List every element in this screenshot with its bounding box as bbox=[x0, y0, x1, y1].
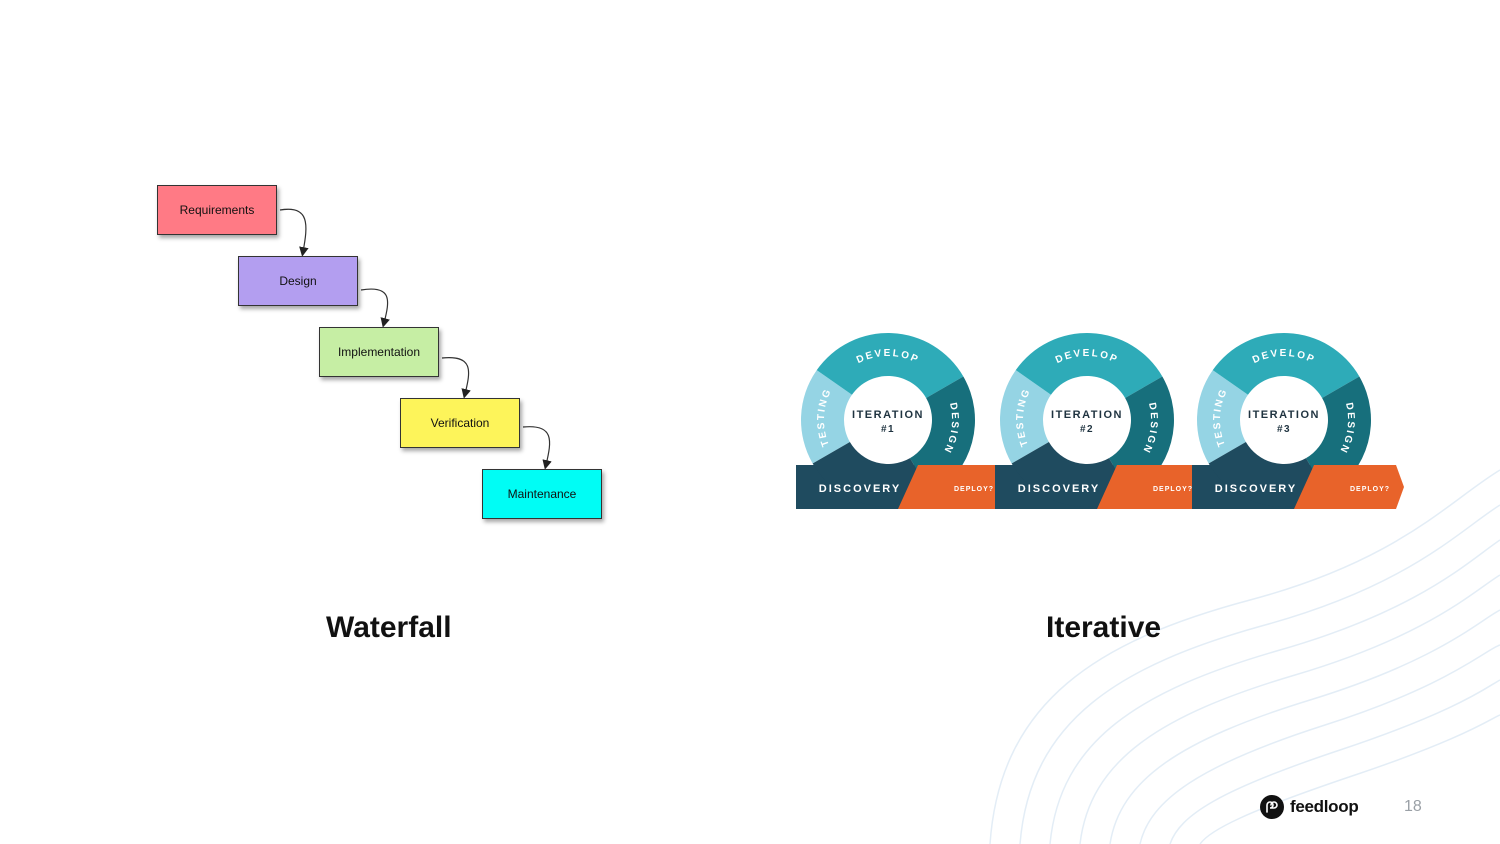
iteration-cycle-3: ITERATION#3DEVELOPDESIGNTESTINGDISCOVERY… bbox=[1192, 332, 1404, 509]
iteration-number: #3 bbox=[1277, 424, 1291, 435]
testing-label: TESTING bbox=[1212, 386, 1230, 448]
iterative-caption: Iterative bbox=[1046, 611, 1162, 644]
develop-segment bbox=[1212, 332, 1360, 398]
waterfall-step-implementation: Implementation bbox=[319, 327, 439, 377]
testing-segment bbox=[1197, 370, 1248, 464]
develop-segment bbox=[1015, 333, 1163, 398]
discovery-segment bbox=[1208, 442, 1328, 507]
page-number: 18 bbox=[1404, 798, 1422, 815]
waterfall-step-verification: Verification bbox=[400, 398, 520, 448]
discovery-label: DISCOVERY bbox=[819, 483, 901, 495]
deploy-arrow bbox=[1294, 465, 1404, 509]
testing-segment bbox=[801, 370, 852, 464]
feedloop-logo-icon bbox=[1260, 795, 1284, 819]
iteration-number: #1 bbox=[881, 424, 895, 435]
waterfall-arrow bbox=[522, 426, 552, 470]
iteration-center bbox=[1242, 378, 1326, 462]
deploy-label: DEPLOY? bbox=[1153, 486, 1193, 493]
waterfall-arrow bbox=[441, 357, 471, 399]
waterfall-step-label: Implementation bbox=[337, 345, 421, 359]
discovery-label: DISCOVERY bbox=[1215, 483, 1297, 495]
waterfall-caption: Waterfall bbox=[326, 611, 452, 644]
deploy-label: DEPLOY? bbox=[1350, 486, 1390, 493]
discovery-segment bbox=[812, 442, 932, 507]
waterfall-arrow bbox=[279, 208, 309, 257]
waterfall-step-label: Requirements bbox=[179, 203, 255, 217]
iteration-title: ITERATION bbox=[852, 409, 924, 421]
waterfall-step-label: Design bbox=[279, 274, 317, 288]
iteration-number: #2 bbox=[1080, 424, 1094, 435]
testing-segment bbox=[1000, 370, 1051, 464]
discovery-label: DISCOVERY bbox=[1018, 483, 1100, 495]
feedloop-logo: feedloop bbox=[1260, 795, 1359, 819]
logo-text: feedloop bbox=[1290, 797, 1359, 816]
deploy-label: DEPLOY? bbox=[954, 486, 994, 493]
testing-label: TESTING bbox=[816, 386, 834, 448]
iteration-center bbox=[846, 378, 930, 462]
waterfall-step-label: Verification bbox=[430, 416, 490, 430]
testing-label: TESTING bbox=[1015, 386, 1033, 448]
develop-segment bbox=[816, 333, 964, 398]
waterfall-step-design: Design bbox=[238, 256, 358, 306]
discovery-segment bbox=[1011, 442, 1131, 507]
iteration-title: ITERATION bbox=[1051, 409, 1123, 421]
deploy-arrow bbox=[1097, 465, 1207, 509]
iteration-cycle-1: ITERATION#1DEVELOPDESIGNTESTINGDISCOVERY… bbox=[796, 333, 1008, 509]
waterfall-step-maintenance: Maintenance bbox=[482, 469, 602, 519]
iteration-cycle-2: ITERATION#2DEVELOPDESIGNTESTINGDISCOVERY… bbox=[995, 333, 1207, 509]
deploy-arrow bbox=[898, 465, 1008, 509]
iteration-title: ITERATION bbox=[1248, 409, 1320, 421]
waterfall-arrow bbox=[360, 288, 390, 328]
iteration-center bbox=[1045, 378, 1129, 462]
iterative-diagram: ITERATION#1DEVELOPDESIGNTESTINGDISCOVERY… bbox=[796, 332, 1404, 509]
waterfall-step-requirements: Requirements bbox=[157, 185, 277, 235]
waterfall-step-label: Maintenance bbox=[507, 487, 577, 501]
